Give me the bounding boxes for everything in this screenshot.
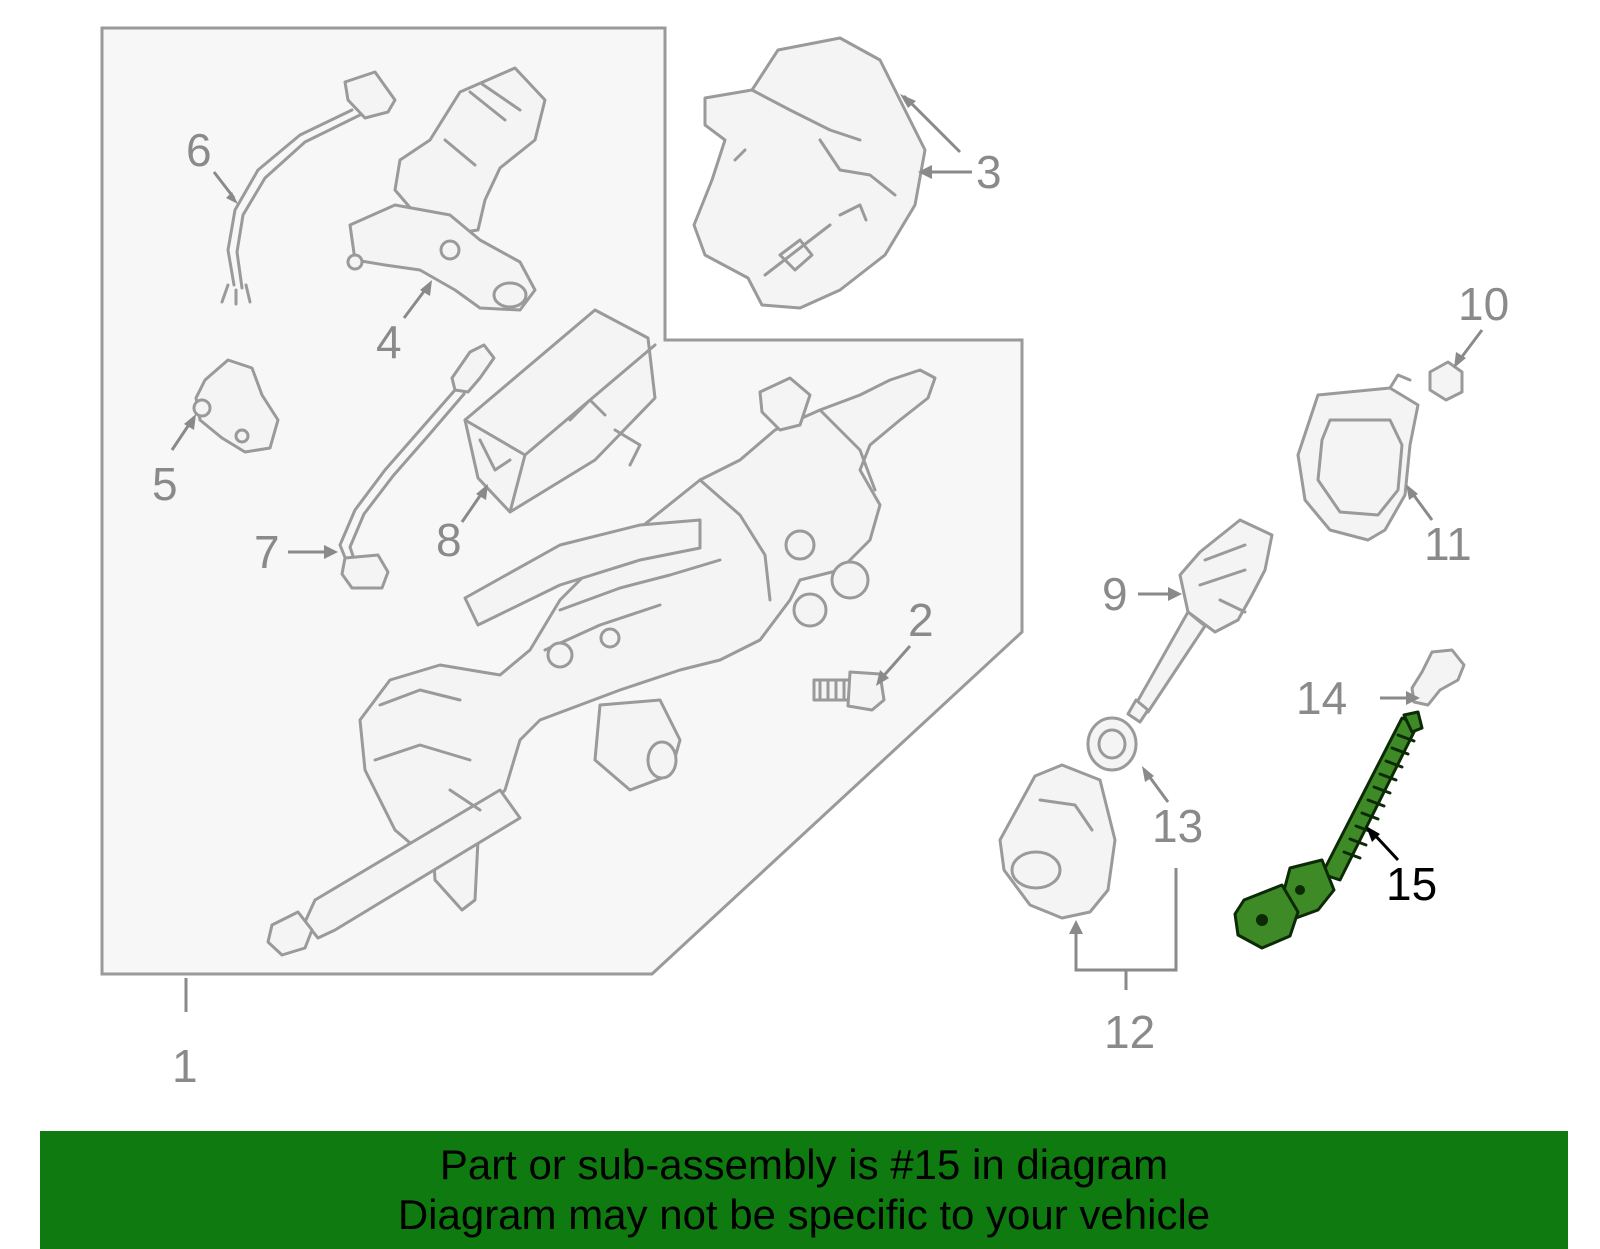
part-11-cover bbox=[1296, 373, 1420, 542]
leader-8-arrowhead bbox=[476, 484, 488, 500]
footer-banner: Part or sub-assembly is #15 in diagram D… bbox=[40, 1131, 1568, 1249]
part-4-lock-housing bbox=[346, 66, 547, 312]
callout-11: 11 bbox=[1424, 518, 1472, 570]
callout-13: 13 bbox=[1152, 800, 1203, 852]
leader-12-arrowhead bbox=[1069, 920, 1083, 934]
leader-3-arrowhead-a bbox=[900, 94, 916, 108]
callout-12: 12 bbox=[1104, 1006, 1155, 1058]
leader-5-arrowhead bbox=[184, 414, 196, 430]
leader-3-arrowhead-b bbox=[918, 165, 932, 179]
leader-11-arrowhead bbox=[1406, 484, 1418, 500]
leader-4-arrowhead bbox=[420, 280, 432, 296]
leader-9-arrowhead bbox=[1168, 587, 1182, 601]
part-14-clip bbox=[1410, 648, 1466, 707]
part-5-switch bbox=[192, 358, 280, 454]
callout-3: 3 bbox=[976, 146, 1002, 198]
callout-2: 2 bbox=[908, 594, 934, 646]
callout-4: 4 bbox=[376, 316, 402, 368]
part-9-intermediate-shaft bbox=[1126, 518, 1274, 724]
leader-13-arrowhead bbox=[1142, 766, 1154, 782]
callout-6: 6 bbox=[186, 124, 212, 176]
part-12-boot bbox=[998, 763, 1117, 920]
callout-8: 8 bbox=[436, 514, 462, 566]
part-10-clip bbox=[1428, 360, 1464, 402]
part-15-steering-shaft-highlighted bbox=[1233, 710, 1424, 950]
callout-15: 15 bbox=[1386, 858, 1437, 910]
assembly-1-boundary bbox=[100, 26, 1024, 976]
leader-12-bracket bbox=[1074, 868, 1178, 990]
part-8-module bbox=[463, 308, 657, 514]
callout-9: 9 bbox=[1102, 568, 1128, 620]
part-1-steering-column-assembly bbox=[266, 368, 937, 957]
leader-2 bbox=[878, 645, 912, 681]
part-2-bolt bbox=[812, 670, 886, 712]
callout-14: 14 bbox=[1296, 672, 1347, 724]
footer-line-disclaimer: Diagram may not be specific to your vehi… bbox=[397, 1191, 1211, 1238]
leader-2-arrowhead bbox=[876, 670, 889, 686]
part-13-grommet bbox=[1086, 716, 1138, 772]
leader-10-arrowhead bbox=[1454, 352, 1466, 368]
part-3-column-cover bbox=[692, 36, 927, 310]
part-7-sensor-cable bbox=[338, 343, 496, 590]
callout-7: 7 bbox=[254, 526, 280, 578]
leader-14-arrowhead bbox=[1406, 691, 1420, 705]
leader-15-arrowhead bbox=[1366, 826, 1380, 842]
callout-1: 1 bbox=[172, 1040, 198, 1092]
footer-line-part-number: Part or sub-assembly is #15 in diagram bbox=[439, 1141, 1169, 1188]
leader-6-arrowhead bbox=[226, 192, 238, 204]
callout-10: 10 bbox=[1458, 278, 1509, 330]
callout-5: 5 bbox=[152, 458, 178, 510]
part-6-wire-harness bbox=[220, 70, 397, 306]
leader-7-arrowhead bbox=[324, 545, 338, 559]
